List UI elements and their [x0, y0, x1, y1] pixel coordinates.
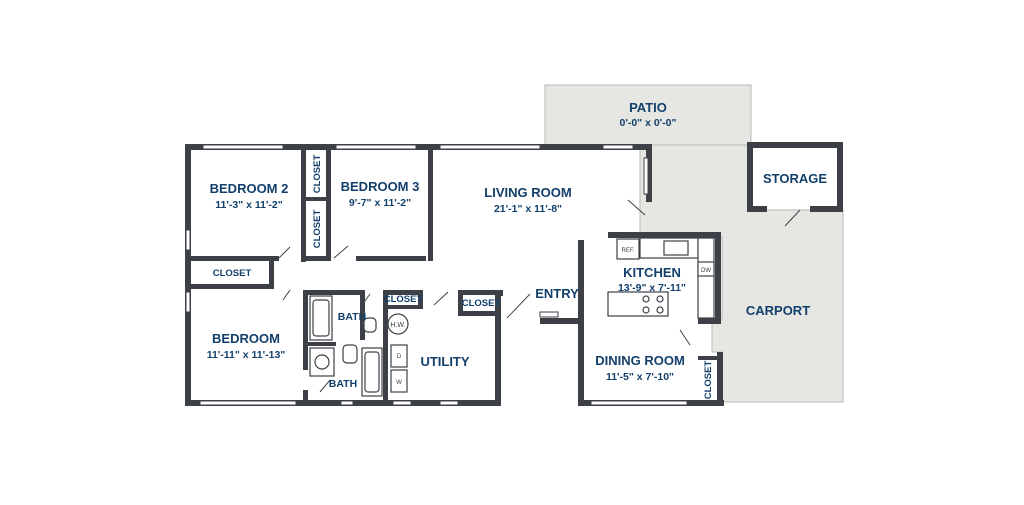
bedroom3-label: BEDROOM 3: [341, 179, 420, 194]
fixture-labels: REF. DW H.W. D W: [390, 248, 711, 386]
toilet-upper: [363, 317, 377, 333]
patio-dims: 0'-0" x 0'-0": [620, 117, 677, 129]
carport-label: CARPORT: [746, 303, 810, 318]
bedroom-closet-label: CLOSET: [213, 268, 252, 279]
lower-bath-label: BATH: [329, 378, 357, 390]
sink-lower: [314, 354, 330, 370]
kitchen-sink: [663, 240, 689, 256]
closet-labels: CLOSET CLOSET CLOSET CLOSET CLOSET CLOSE…: [213, 155, 714, 400]
bedroom3-dims: 9'-7" x 11'-2": [349, 197, 411, 209]
bedroom2-label: BEDROOM 2: [210, 181, 289, 196]
room-labels: PATIO 0'-0" x 0'-0" BEDROOM 2 11'-3" x 1…: [207, 100, 828, 383]
living-room-label: LIVING ROOM: [484, 185, 571, 200]
patio-label: PATIO: [629, 100, 667, 115]
bedroom-dims: 11'-11" x 11'-13": [207, 349, 286, 361]
doors: [278, 199, 801, 393]
kitchen-counter-side: [697, 237, 715, 319]
kitchen-label: KITCHEN: [623, 265, 681, 280]
hall-closet-1-label: CLOSET: [384, 294, 423, 305]
living-room-dims: 21'-1" x 11'-8": [494, 203, 562, 215]
bedroom2-dims: 11'-3" x 11'-2": [215, 199, 283, 211]
washer-label: W: [396, 380, 402, 386]
dryer: [390, 344, 408, 368]
water-heater: [387, 313, 409, 335]
bedroom3-bottom-closet-label: CLOSET: [312, 210, 323, 249]
toilet-lower: [342, 344, 358, 364]
refrigerator: [616, 238, 640, 260]
fixtures: [309, 237, 715, 397]
washer: [390, 369, 408, 393]
windows: [185, 144, 688, 406]
outdoor-areas: [544, 84, 844, 403]
storage-label: STORAGE: [763, 171, 827, 186]
dishwasher: [697, 261, 715, 277]
patio-area: [544, 84, 752, 146]
kitchen-dims: 13'-9" x 7'-11": [618, 282, 686, 294]
bedroom-label: BEDROOM: [212, 331, 280, 346]
upper-bath-label: BATH: [338, 311, 366, 323]
dining-room-dims: 11'-5" x 7'-10": [606, 371, 674, 383]
bedroom3-top-closet-label: CLOSET: [312, 155, 323, 194]
vanity-lower: [309, 347, 335, 377]
entry-label: ENTRY: [535, 286, 579, 301]
dining-closet-label: CLOSET: [703, 361, 714, 400]
dryer-label: D: [397, 354, 402, 360]
water-heater-label: H.W.: [390, 322, 405, 329]
dining-room-label: DINING ROOM: [595, 353, 685, 368]
dishwasher-label: DW: [701, 268, 711, 274]
hall-closet-2-label: CLOSET: [462, 298, 501, 309]
utility-label: UTILITY: [420, 354, 469, 369]
refrigerator-label: REF.: [621, 248, 634, 254]
